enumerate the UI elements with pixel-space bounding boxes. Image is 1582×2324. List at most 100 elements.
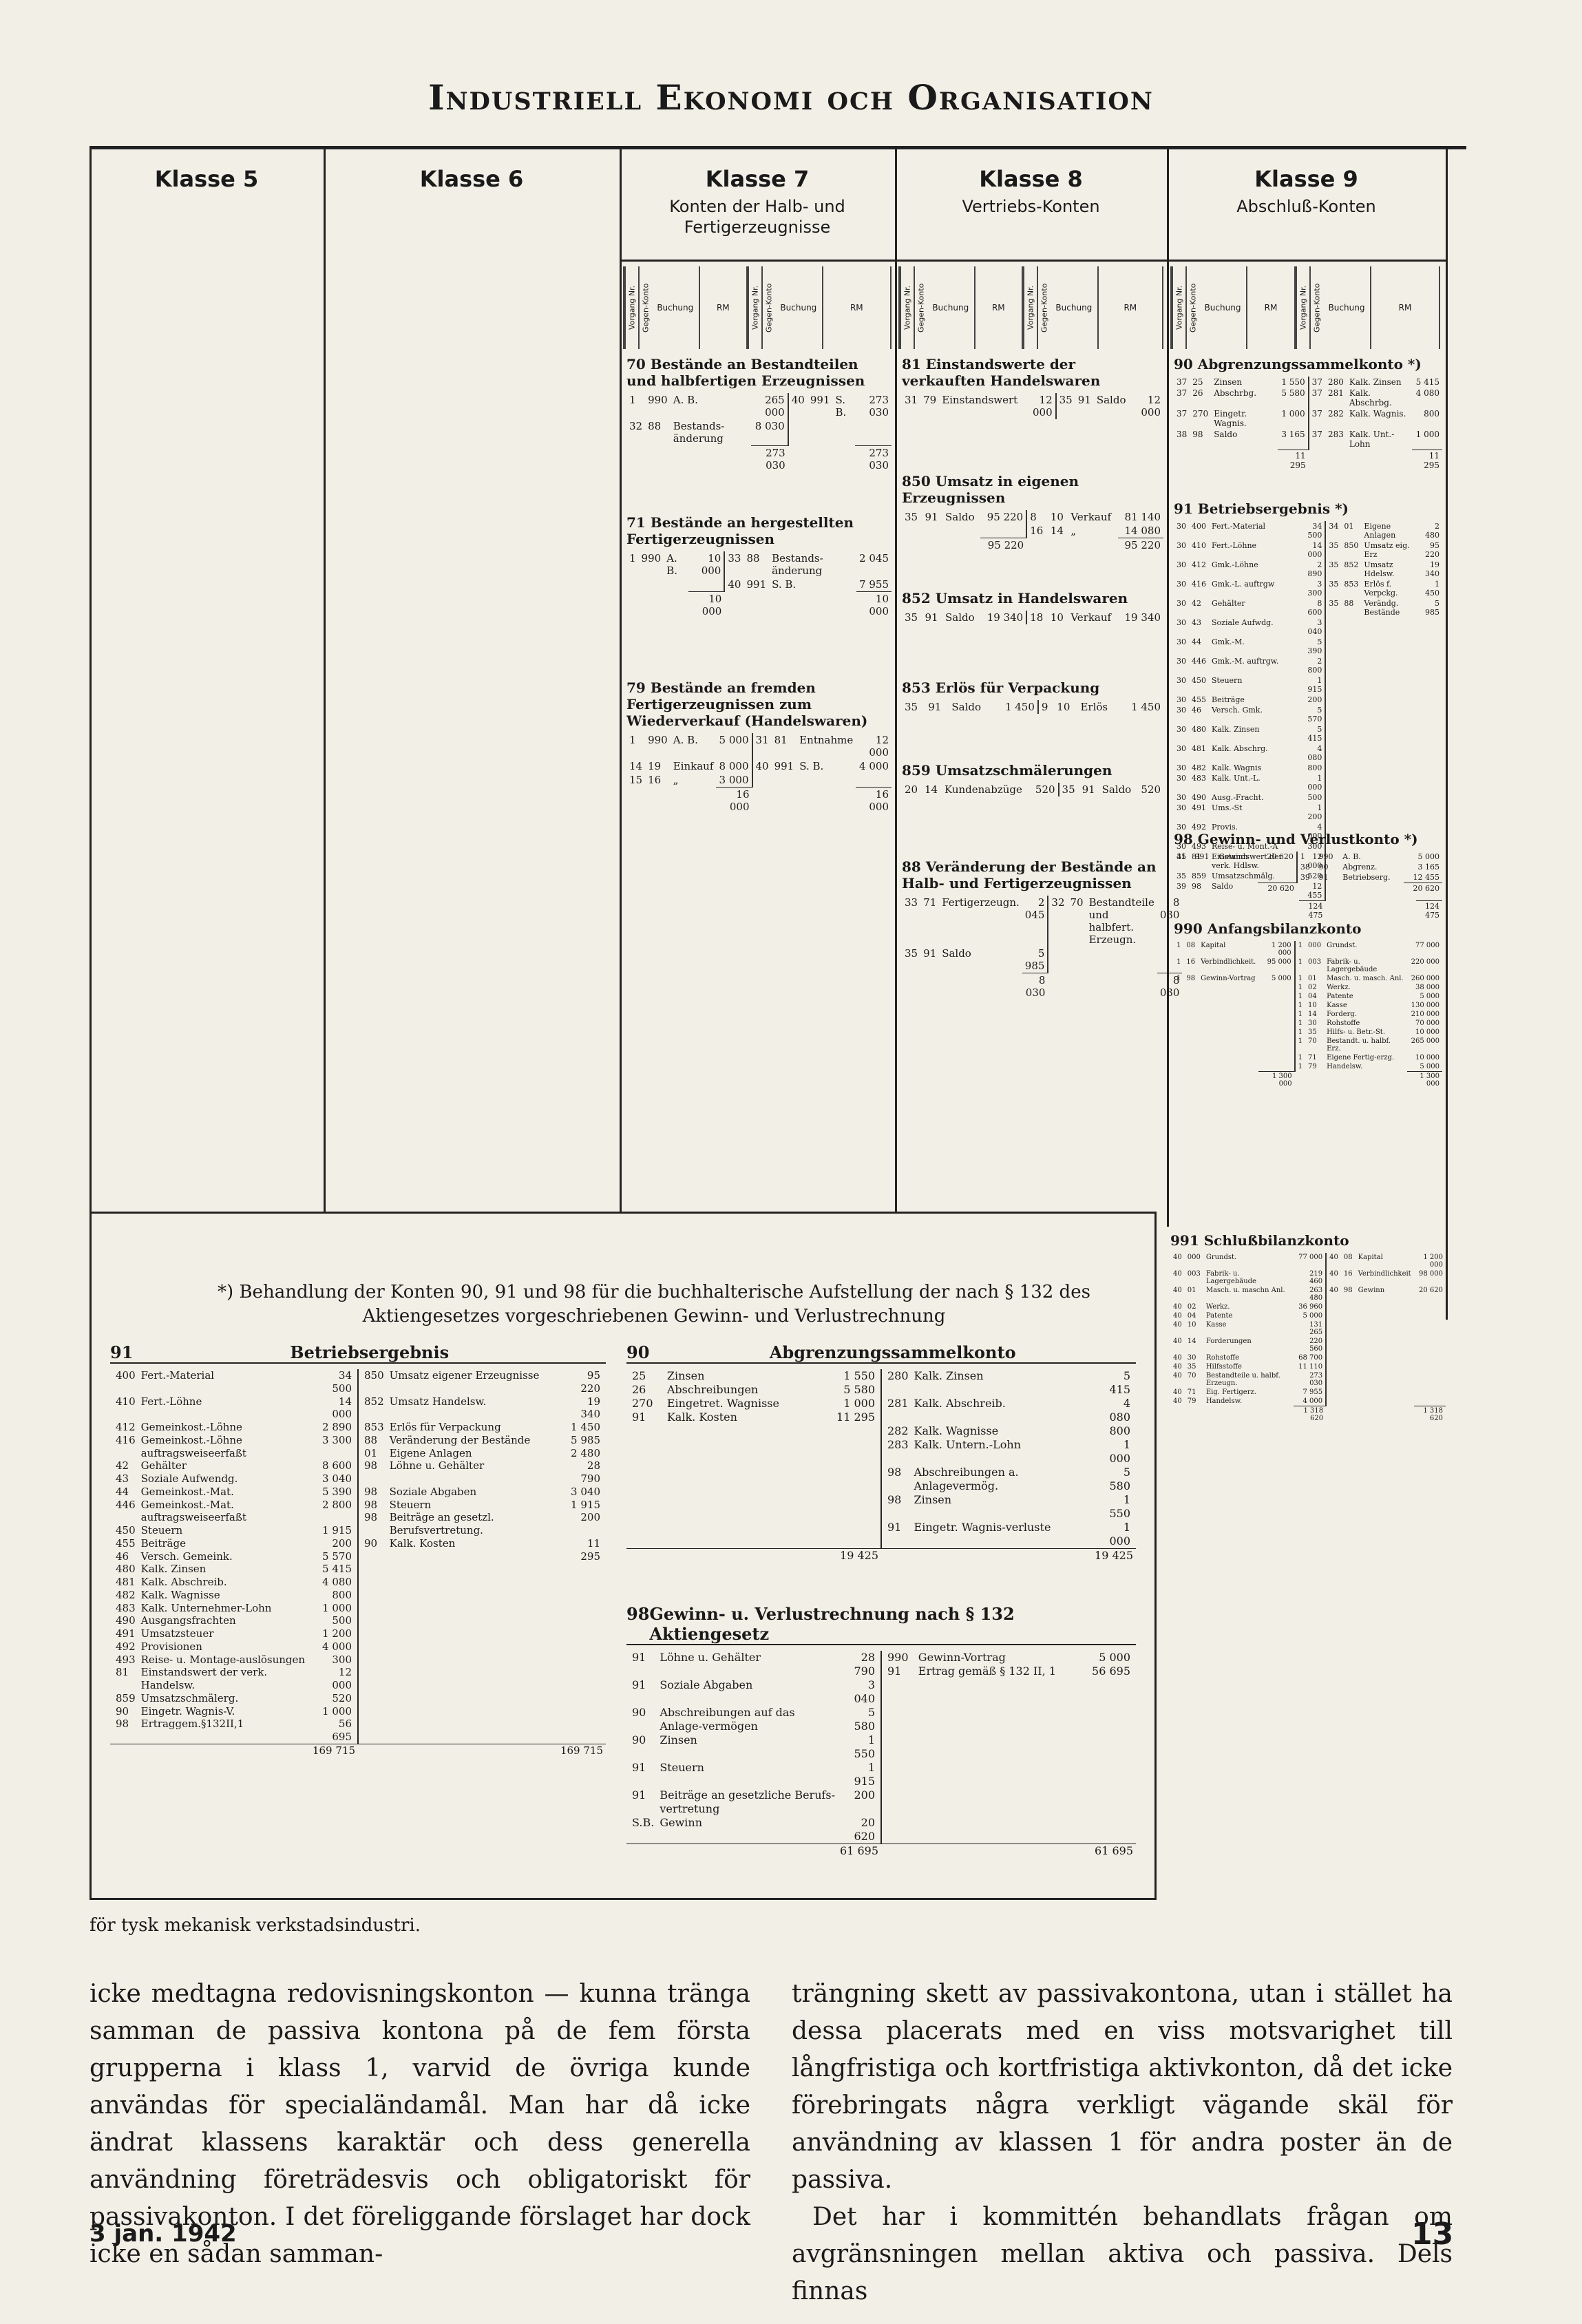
body-column-1: icke medtagna redovisningskonton — kunna…: [89, 1980, 750, 2268]
figure-caption: för tysk mekanisk verkstadsindustri.: [89, 1915, 421, 1936]
page-number: 13: [1411, 2217, 1454, 2252]
account-71: 71 Bestände an hergestellten Fertigerzeu…: [626, 514, 892, 618]
issue-date: 3 jan. 1942: [89, 2220, 237, 2248]
account-70: 70 Bestände an Bestandteilen und halbfer…: [626, 356, 892, 472]
account-79: 79 Bestände an fremden Fertigerzeugnisse…: [626, 679, 892, 814]
page-title: Industriell Ekonomi och Organisation: [428, 77, 1154, 118]
class-5-header: Klasse 5: [154, 166, 259, 192]
footnote-text: *) Behandlung der Konten 90, 91 und 98 f…: [218, 1282, 1090, 1327]
account-88: 88 Veränderung der Bestände an Halb- und…: [902, 858, 1183, 1000]
class-6-header: Klasse 6: [419, 166, 524, 192]
